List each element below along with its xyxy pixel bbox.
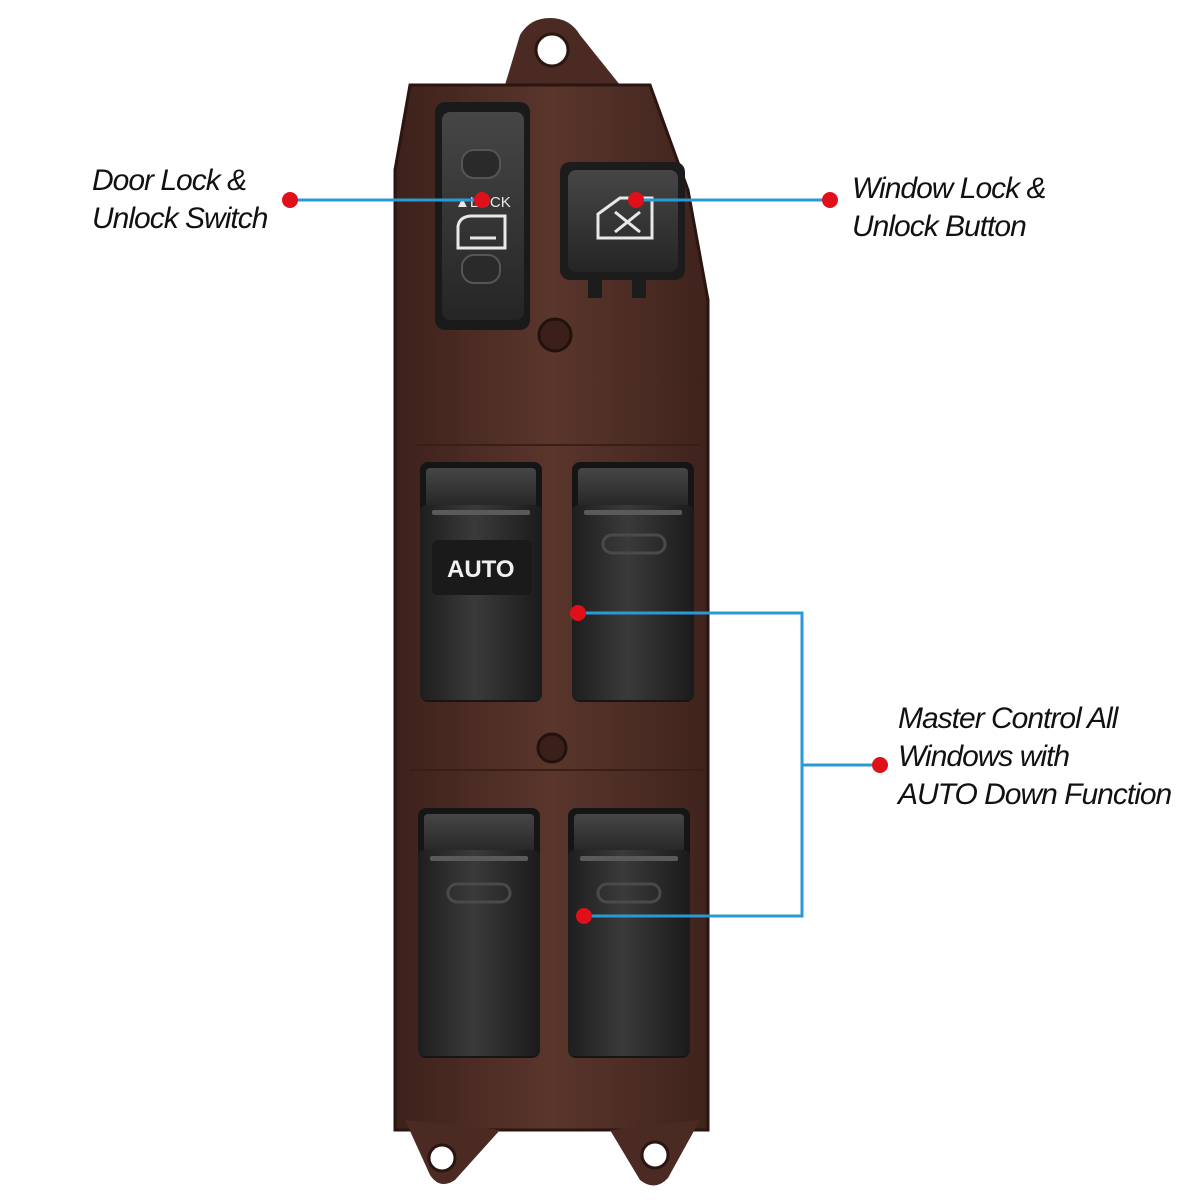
window-lock-button[interactable] <box>560 162 685 298</box>
passenger-window-switch[interactable] <box>572 462 694 702</box>
master-control-label-line: AUTO Down Function <box>898 778 1172 811</box>
rear-right-window-switch[interactable] <box>568 808 690 1058</box>
door-lock-label-line: Unlock Switch <box>92 202 268 235</box>
master-control-label-line: Master Control All <box>898 702 1118 735</box>
callout-dots <box>282 192 888 924</box>
rear-left-window-switch[interactable] <box>418 808 540 1058</box>
housing-seams <box>410 444 705 771</box>
door-lock-label: Door Lock & Unlock Switch <box>92 162 268 238</box>
auto-label: AUTO <box>447 556 515 583</box>
top-mounting-tab <box>505 18 620 85</box>
housing-post <box>536 732 568 764</box>
housing-post <box>537 317 573 353</box>
master-control-label-line: Windows with <box>898 740 1070 773</box>
driver-window-switch[interactable]: AUTO <box>420 462 542 702</box>
window-lock-label-line: Window Lock & <box>852 172 1046 205</box>
callout-lines <box>290 198 880 918</box>
window-lock-label-line: Unlock Button <box>852 210 1027 243</box>
bottom-mounting-tabs <box>405 1120 700 1186</box>
master-control-label: Master Control All Windows with AUTO Dow… <box>898 700 1172 814</box>
door-lock-switch[interactable]: ▲LOCK <box>435 102 530 330</box>
door-lock-label-line: Door Lock & <box>92 164 247 197</box>
door-key-icon <box>456 214 507 250</box>
window-lock-label: Window Lock & Unlock Button <box>852 170 1046 246</box>
